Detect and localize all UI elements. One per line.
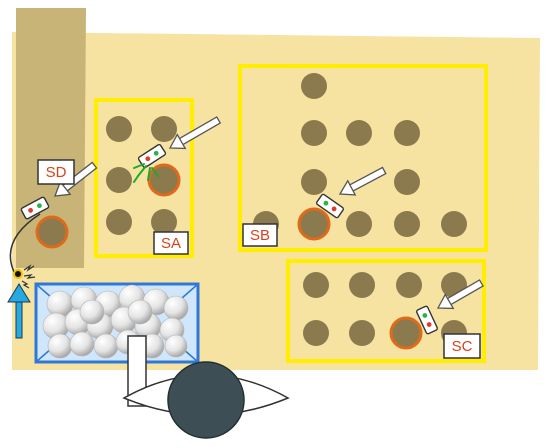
hole <box>301 120 327 146</box>
hole <box>151 116 177 142</box>
pointer-arrow-icon <box>168 116 222 150</box>
hole <box>396 272 422 298</box>
hole <box>106 209 132 235</box>
up-arrow-icon <box>7 283 31 339</box>
sensor-tag-icon <box>416 305 438 335</box>
label-sb-text: SB <box>250 227 270 244</box>
hole <box>441 211 467 237</box>
sb-target-hole <box>297 207 331 241</box>
hole <box>301 169 327 195</box>
ball-pile <box>42 284 189 359</box>
sparkle-icon <box>133 163 159 183</box>
tether-line <box>9 213 41 273</box>
hole <box>303 320 329 346</box>
label-sc-text: SC <box>452 338 473 355</box>
label-sd-text: SD <box>46 164 67 181</box>
sensor-tag-icon <box>315 193 345 219</box>
hole <box>106 116 132 142</box>
hole <box>346 211 372 237</box>
hole <box>394 169 420 195</box>
label-sa-text: SA <box>161 235 181 252</box>
hole <box>301 73 327 99</box>
zone-sa <box>94 98 194 258</box>
label-sd: SD <box>37 159 75 185</box>
hole <box>394 211 420 237</box>
hole <box>349 320 375 346</box>
label-sa: SA <box>153 231 189 255</box>
hole <box>346 120 372 146</box>
hole <box>151 209 177 235</box>
zone-sc <box>286 259 486 363</box>
pointer-arrow-icon <box>436 279 484 310</box>
head-icon <box>167 361 245 439</box>
zone-sa-holes <box>106 116 177 235</box>
sensor-tag-icon <box>137 143 167 169</box>
hole <box>106 167 132 193</box>
pointer-arrow-icon <box>338 166 387 196</box>
zone-sb <box>238 64 488 252</box>
pointer-arrow-icon <box>54 161 98 197</box>
sensor-tag-icon <box>20 196 50 220</box>
sc-target-hole <box>389 316 423 350</box>
hole <box>303 272 329 298</box>
label-sc: SC <box>443 333 481 359</box>
label-sb: SB <box>242 223 278 247</box>
sensor-node <box>13 269 23 279</box>
hole <box>394 120 420 146</box>
sparkle-icon <box>21 264 36 289</box>
hole <box>349 272 375 298</box>
sd-target-hole <box>35 215 69 249</box>
